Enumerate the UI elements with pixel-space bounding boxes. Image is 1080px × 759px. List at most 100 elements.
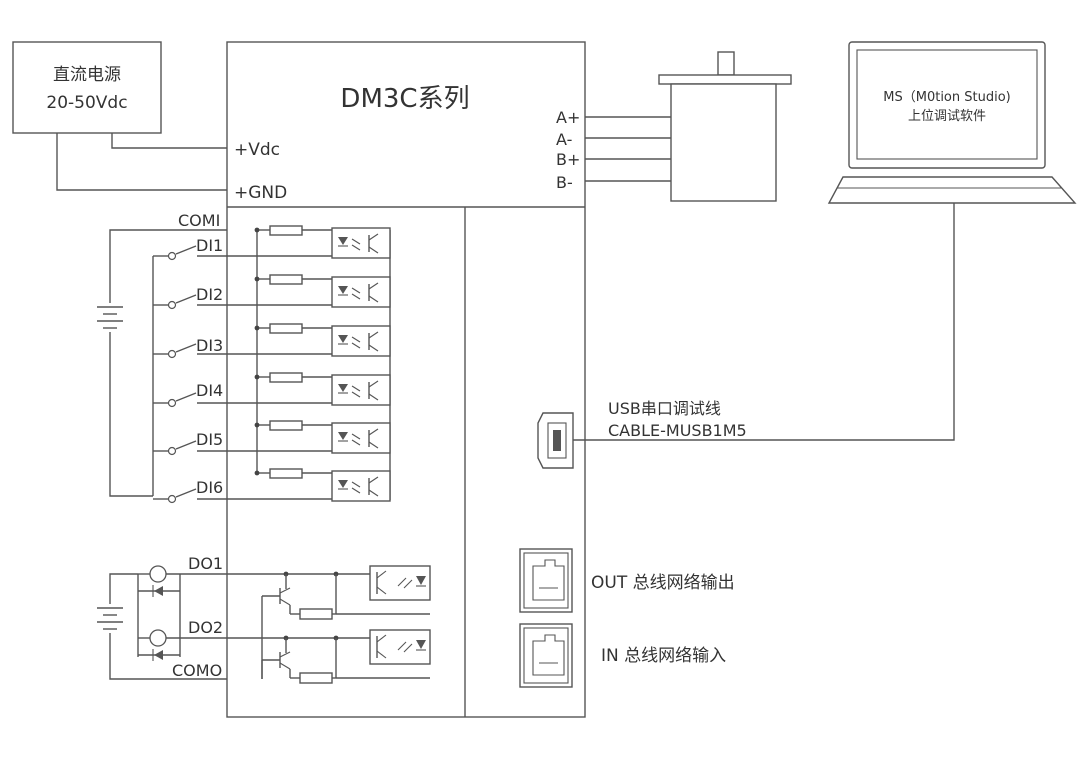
light-arrow bbox=[397, 641, 407, 651]
junction-dot bbox=[254, 227, 260, 233]
input-label-di5: DI5 bbox=[196, 430, 223, 449]
network-out-label: OUT 总线网络输出 bbox=[591, 573, 735, 593]
stepper-motor bbox=[585, 51, 792, 202]
switch-contact bbox=[167, 349, 177, 359]
optocoupler bbox=[331, 325, 391, 357]
input-channel-di4 bbox=[153, 372, 391, 408]
phototransistor-emitter bbox=[368, 489, 379, 497]
light-arrow bbox=[351, 342, 361, 349]
terminal-a-minus: A- bbox=[556, 130, 572, 149]
lamp-icon bbox=[149, 629, 167, 647]
phototransistor-emitter bbox=[376, 586, 387, 595]
led-icon bbox=[338, 432, 348, 440]
switch-lever bbox=[175, 245, 197, 255]
junction-dot bbox=[254, 470, 260, 476]
network-port-in-icon bbox=[519, 623, 573, 688]
led-icon bbox=[338, 480, 348, 488]
switch-lever bbox=[175, 343, 197, 353]
input-label-di3: DI3 bbox=[196, 336, 223, 355]
switch-contact bbox=[167, 494, 177, 504]
phototransistor-collector bbox=[368, 282, 379, 290]
light-arrow bbox=[351, 293, 361, 300]
network-in-label: IN 总线网络输入 bbox=[601, 646, 726, 666]
transistor-emitter bbox=[279, 662, 291, 670]
input-channel-di3 bbox=[153, 323, 391, 359]
terminal-a-plus: A+ bbox=[556, 108, 580, 127]
phototransistor-collector bbox=[368, 233, 379, 241]
terminal-b-minus: B- bbox=[556, 173, 573, 192]
resistor bbox=[269, 468, 303, 479]
led-icon bbox=[338, 237, 348, 245]
input-channel-di5 bbox=[153, 420, 391, 456]
usb-port-icon bbox=[537, 412, 574, 469]
phototransistor-emitter bbox=[368, 246, 379, 254]
input-label-di2: DI2 bbox=[196, 285, 223, 304]
light-arrow bbox=[403, 643, 413, 653]
phototransistor-collector bbox=[368, 331, 379, 339]
input-channels bbox=[153, 225, 391, 504]
transistor-emitter bbox=[279, 598, 291, 606]
terminal-b-plus: B+ bbox=[556, 150, 580, 169]
resistor bbox=[269, 372, 303, 383]
output-channels bbox=[138, 565, 431, 684]
software-name: MS（M0tion Studio) bbox=[883, 90, 1010, 105]
junction-dot bbox=[254, 374, 260, 380]
output-label-do2: DO2 bbox=[188, 618, 223, 637]
input-label-di6: DI6 bbox=[196, 478, 223, 497]
terminal-gnd: +GND bbox=[234, 183, 287, 203]
light-arrow bbox=[397, 577, 407, 587]
input-channel-di1 bbox=[153, 225, 391, 261]
transistor-collector bbox=[279, 651, 291, 658]
switch-lever bbox=[175, 488, 197, 498]
output-section: DO1 DO2 COMO bbox=[97, 554, 227, 680]
input-channel-di6 bbox=[153, 468, 391, 504]
led-icon bbox=[416, 640, 426, 649]
laptop: MS（M0tion Studio) 上位调试软件 bbox=[827, 41, 1077, 204]
junction-dot bbox=[254, 422, 260, 428]
transistor-collector bbox=[279, 587, 291, 594]
input-label-di4: DI4 bbox=[196, 381, 223, 400]
light-arrow bbox=[351, 391, 361, 398]
phototransistor-emitter bbox=[368, 295, 379, 303]
light-arrow bbox=[351, 385, 361, 392]
light-arrow bbox=[351, 244, 361, 251]
resistor bbox=[299, 672, 333, 684]
phototransistor-emitter bbox=[368, 441, 379, 449]
resistor bbox=[269, 274, 303, 285]
diode-icon bbox=[154, 650, 163, 660]
phototransistor-emitter bbox=[368, 344, 379, 352]
optocoupler bbox=[331, 470, 391, 502]
light-arrow bbox=[351, 238, 361, 245]
input-common-label: COMI bbox=[178, 211, 220, 230]
switch-contact bbox=[167, 446, 177, 456]
led-icon bbox=[338, 335, 348, 343]
switch-lever bbox=[175, 440, 197, 450]
terminal-vdc: +Vdc bbox=[234, 140, 280, 160]
usb-cable: USB串口调试线 CABLE-MUSB1M5 bbox=[573, 203, 955, 441]
resistor bbox=[269, 323, 303, 334]
diode-icon bbox=[154, 586, 163, 596]
light-arrow bbox=[351, 433, 361, 440]
optocoupler bbox=[331, 422, 391, 454]
junction-dot bbox=[254, 325, 260, 331]
light-arrow bbox=[351, 481, 361, 488]
switch-lever bbox=[175, 294, 197, 304]
optocoupler bbox=[331, 276, 391, 308]
led-icon bbox=[416, 576, 426, 585]
output-channel-do2 bbox=[138, 629, 431, 684]
input-label-di1: DI1 bbox=[196, 236, 223, 255]
power-wires bbox=[56, 133, 227, 191]
input-section: COMI DI1 DI2 DI3 DI4 DI5 DI6 bbox=[97, 211, 391, 500]
usb-cable-name: USB串口调试线 bbox=[608, 399, 721, 418]
phototransistor-emitter bbox=[376, 650, 387, 659]
light-arrow bbox=[403, 579, 413, 589]
switch-lever bbox=[175, 392, 197, 402]
driver-title: DM3C系列 bbox=[340, 84, 469, 114]
power-supply-voltage: 20-50Vdc bbox=[46, 93, 127, 113]
usb-cable-model: CABLE-MUSB1M5 bbox=[608, 421, 747, 440]
resistor bbox=[269, 225, 303, 236]
power-supply-name: 直流电源 bbox=[53, 65, 121, 85]
light-arrow bbox=[351, 439, 361, 446]
output-channel-do1 bbox=[138, 565, 431, 679]
